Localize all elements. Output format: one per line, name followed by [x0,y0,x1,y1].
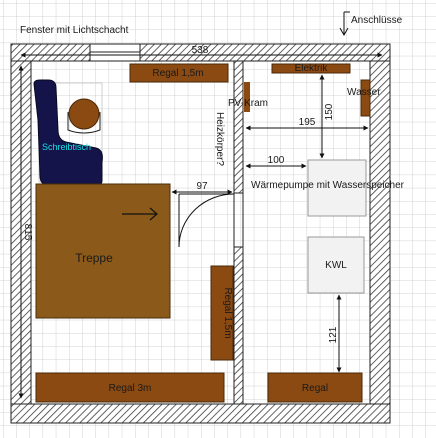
wall-top-left [10,43,91,62]
heat-pump [307,159,367,217]
wall-top-right [139,43,391,62]
desk-label: Schreibtisch [42,142,91,152]
pv-box [244,82,250,112]
electrics-panel [271,63,351,74]
shelf-top [129,63,229,83]
shelf-right [267,372,363,403]
dimension-vertical-150-label: 150 [324,103,335,120]
wall-bottom [10,403,391,424]
desk-chair-back [67,112,101,134]
stairs-arrow [122,207,158,221]
water-label: Wasser [347,87,381,98]
desk-chair [68,98,100,130]
pv-label: PV-Kram [228,98,268,109]
partition-upper [233,60,244,194]
connections-marker [339,11,350,37]
shelf-bottom [35,372,225,403]
connections-label: Anschlüsse [351,15,403,26]
stairs-label: Treppe [75,251,113,265]
dimension-right-width-label: 195 [299,117,316,128]
shelf-right-label: Regal [302,383,328,394]
partition-lower [233,246,244,405]
shelf-middle-label: Regal 1,5m [222,287,233,338]
water-box [360,79,371,117]
shelf-bottom-label: Regal 3m [109,383,152,394]
shelf-top-label: Regal 1,5m [152,68,203,79]
window-label: Fenster mit Lichtschacht [20,25,129,36]
stairs [35,183,171,319]
heat-pump-label: Wärmepumpe mit Wasserspeicher [251,180,405,191]
heater-label: Heizkörper? [214,112,225,166]
dimension-vertical-121-label: 121 [328,326,339,343]
dimension-total-height-label: 815 [22,224,33,241]
electrics-label: Elektrik [295,63,329,74]
dimension-to-door-label: 97 [196,181,208,192]
fridge [307,236,365,294]
wall-right [369,60,391,405]
fridge-label: KWL [325,260,347,271]
dimension-total-width-label: 538 [192,45,209,56]
shelf-middle [210,265,234,361]
dimension-horizontal-100-label: 100 [268,155,285,166]
